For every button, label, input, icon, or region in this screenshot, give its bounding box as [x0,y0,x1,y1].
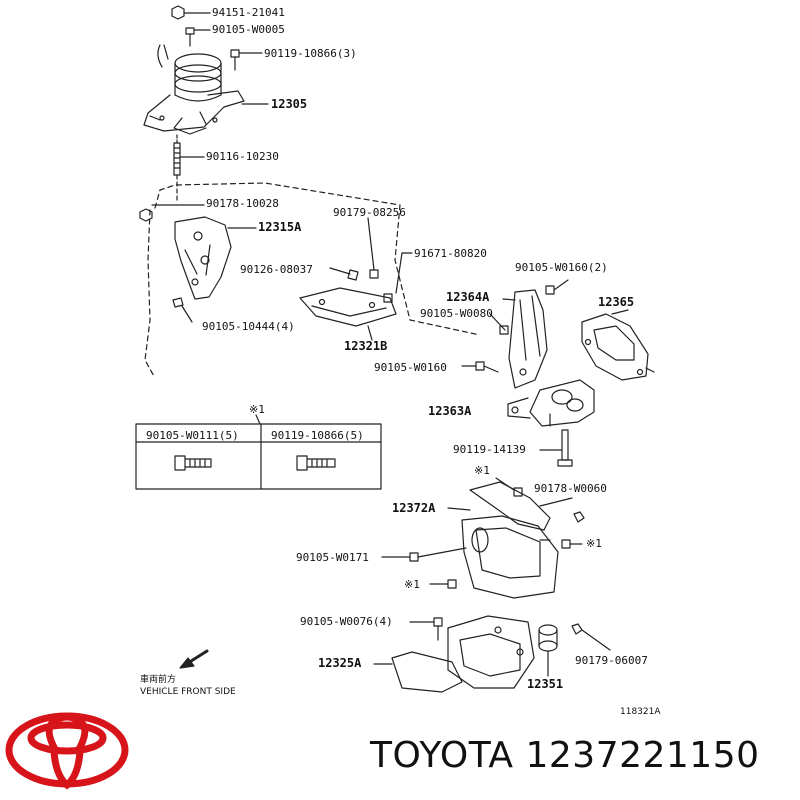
table-col1-header: 90105-W0111(5) [146,429,239,442]
label-90105-w0080: 90105-W0080 [420,307,493,320]
bracket-12321b [299,287,397,341]
label-94151-21041: 94151-21041 [212,6,285,19]
bolt-90105-w0005 [185,27,211,47]
note-star1-a: ※1 [474,464,490,477]
label-90126-08037: 90126-08037 [240,263,313,276]
label-12315a: 12315A [258,220,302,234]
mount-12363a [507,379,595,427]
bolt-90105-w0160-2 [545,279,569,295]
bolt-table [135,414,382,490]
bracket-12325a [373,615,535,693]
label-12325a: 12325A [318,656,362,670]
label-90105-w0160: 90105-W0160 [374,361,447,374]
label-90105-w0160-2: 90105-W0160(2) [515,261,608,274]
label-90179-06007: 90179-06007 [575,654,648,667]
label-90119-14139: 90119-14139 [453,443,526,456]
label-90105-w0076: 90105-W0076(4) [300,615,393,628]
direction-label-jp: 車両前方 [140,675,177,685]
label-12351: 12351 [527,677,564,691]
note-star1-top: ※1 [249,403,265,416]
label-90119-10866: 90119-10866(3) [264,47,357,60]
label-90105-10444: 90105-10444(4) [202,320,295,333]
table-col2-header: 90119-10866(5) [271,429,364,442]
stud-90116-10230 [173,134,205,176]
bolt-90105-w0076 [409,617,443,641]
bolt-90179-08256 [367,217,379,279]
bolt-star1-upper [429,477,585,589]
bolt-90105-w0171 [381,547,467,562]
table-bolt-icons [174,455,336,471]
bolt-90105-w0160 [461,361,499,373]
label-12305: 12305 [271,97,308,111]
bracket-12364a [502,289,548,389]
bolt-90126-08037 [329,267,359,281]
bolt-90105-w0080 [489,313,509,335]
label-12321b: 12321B [344,339,388,353]
engine-mount-12305 [143,44,269,135]
insulator-12365 [581,309,655,381]
label-12364a: 12364A [446,290,490,304]
label-12372a: 12372A [392,501,436,515]
front-direction-arrow [179,649,209,669]
label-90178-w0060: 90178-W0060 [534,482,607,495]
note-star1-c: ※1 [404,578,420,591]
bracket-12315a [174,216,257,300]
label-91671-80820: 91671-80820 [414,247,487,260]
bolt-90179-06007 [571,623,611,651]
brand-part-number: TOYOTA 1237221150 [370,735,760,776]
bolt-90105-10444 [172,297,193,323]
label-90105-w0171: 90105-W0171 [296,551,369,564]
figure-id: 118321A [620,707,661,717]
note-star1-b: ※1 [586,537,602,550]
bolt-90178-10028 [139,204,205,222]
label-90105-w0005: 90105-W0005 [212,23,285,36]
bolt-90119-10866 [230,49,263,71]
bushing-12351 [538,624,558,677]
bolt-90119-14139 [539,429,573,467]
label-12365: 12365 [598,295,635,309]
label-12363a: 12363A [428,404,472,418]
label-90116-10230: 90116-10230 [206,150,279,163]
direction-label-en: VEHICLE FRONT SIDE [140,687,236,697]
label-90179-08256: 90179-08256 [333,206,406,219]
nut-94151 [171,5,211,20]
label-90178-10028: 90178-10028 [206,197,279,210]
